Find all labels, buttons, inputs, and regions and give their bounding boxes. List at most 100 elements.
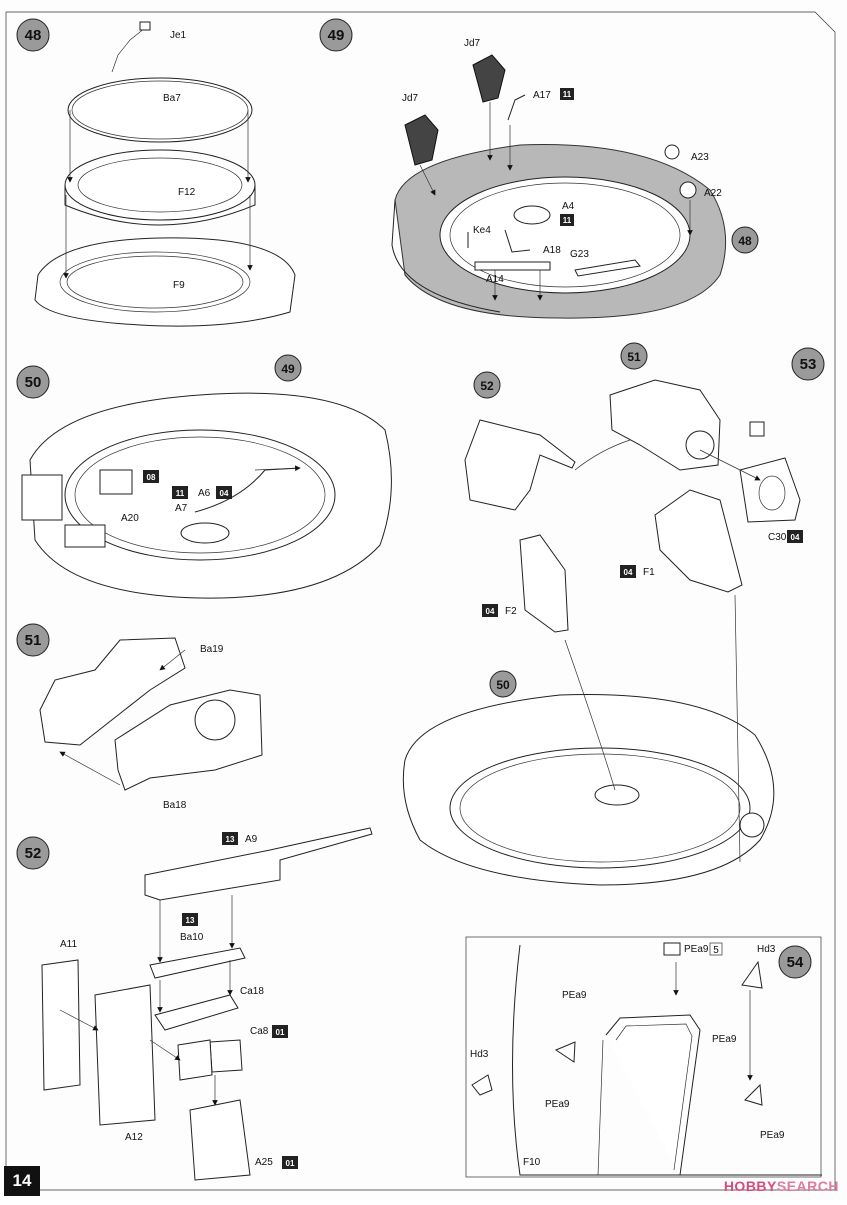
part-ba7	[67, 77, 253, 143]
paint-code-box	[560, 214, 574, 226]
label-a9: A9	[245, 834, 258, 845]
step-50: 50 49 08 A20 11 A6 04 A7	[16, 354, 392, 599]
label-a11: A11	[60, 939, 77, 950]
page-border	[5, 11, 836, 1191]
part-a25	[189, 1099, 251, 1181]
label-g23: G23	[570, 249, 589, 260]
step-ref-circle-icon	[274, 354, 302, 382]
label-pea9: PEa9	[545, 1099, 570, 1110]
label-a6: A6	[198, 488, 211, 499]
label-a25: A25	[255, 1157, 273, 1168]
glue-icon	[749, 421, 765, 437]
step-ref: 50	[496, 678, 510, 692]
label-ca8: Ca8	[250, 1026, 269, 1037]
svg-text:01: 01	[286, 1159, 295, 1168]
step-circle-icon	[791, 347, 825, 381]
step-ref: 49	[281, 362, 295, 376]
label-a22: A22	[704, 188, 722, 199]
part-a4	[513, 205, 551, 225]
label-f10: F10	[523, 1157, 541, 1168]
label-a17: A17	[533, 90, 551, 101]
step-ref-circle-icon	[731, 226, 759, 254]
step-ref-circle-icon	[620, 342, 648, 370]
label-c30: C30	[768, 532, 787, 543]
label-a20: A20	[121, 513, 139, 524]
gun-assembly	[464, 419, 576, 511]
step-number: 51	[25, 632, 42, 649]
label-f1: F1	[643, 567, 655, 578]
photo-etch-icon	[663, 942, 681, 956]
part-a11	[41, 959, 81, 1091]
label-f12: F12	[178, 187, 196, 198]
paint-code-box	[787, 530, 803, 543]
step-circle-icon	[16, 623, 50, 657]
label-a12: A12	[125, 1132, 143, 1143]
label-ba10: Ba10	[180, 932, 204, 943]
svg-text:04: 04	[791, 533, 800, 542]
label-hd3: Hd3	[757, 944, 776, 955]
part-f2	[519, 534, 569, 633]
paint-code-box	[482, 604, 498, 617]
step-49: 49 48 Jd7 Jd7 A17 11	[319, 18, 759, 319]
paint-code-box	[143, 470, 159, 483]
part-ba10	[149, 947, 246, 979]
step-circle-icon	[778, 945, 812, 979]
step-ref: 48	[738, 234, 752, 248]
svg-text:11: 11	[176, 489, 185, 498]
label-jd7: Jd7	[464, 38, 481, 49]
part-f12	[64, 149, 256, 221]
part-ca18	[154, 994, 239, 1031]
svg-text:13: 13	[226, 835, 235, 844]
label-f2: F2	[505, 606, 517, 617]
label-pea9: PEa9	[712, 1034, 737, 1045]
svg-text:08: 08	[147, 473, 156, 482]
part-jd7	[404, 114, 439, 166]
svg-text:04: 04	[220, 489, 229, 498]
part-ba18	[114, 689, 263, 791]
step-circle-icon	[16, 18, 50, 52]
paint-code-box	[620, 565, 636, 578]
part-a12	[94, 984, 156, 1126]
step-ref: 51	[627, 350, 641, 364]
label-je1: Je1	[170, 30, 187, 41]
step-number: 52	[25, 845, 42, 862]
label-jd7: Jd7	[402, 93, 419, 104]
step-ref: 52	[480, 379, 494, 393]
step-ref-circle-icon	[473, 371, 501, 399]
step-48: 48 Je1 Ba7 F12 F9	[16, 18, 296, 327]
page-number: 14	[4, 1166, 40, 1196]
step-53: 53 52 51 50 C30 04	[402, 342, 825, 886]
paint-code-box	[222, 832, 238, 845]
svg-text:13: 13	[186, 916, 195, 925]
label-ba18: Ba18	[163, 800, 187, 811]
label-f9: F9	[173, 280, 185, 291]
svg-text:11: 11	[563, 216, 572, 225]
paint-code-box	[282, 1156, 298, 1169]
part-c30	[739, 457, 801, 523]
label-hd3: Hd3	[470, 1049, 489, 1060]
step-51: 51 Ba19 Ba18	[16, 623, 263, 811]
step-54-frame	[465, 936, 822, 1178]
label-ke4: Ke4	[473, 225, 491, 236]
label-pea9: PEa9	[562, 990, 587, 1001]
svg-text:11: 11	[563, 90, 572, 99]
svg-text:04: 04	[486, 607, 495, 616]
part-jd7	[472, 54, 506, 103]
label-pea9-qty: 5	[713, 945, 719, 956]
step-52: 52 13 A9 13 Ba10 Ca18 Ca8 01 A11	[16, 827, 373, 1181]
watermark: HOBBYSEARCH	[723, 1178, 839, 1194]
label-ba19: Ba19	[200, 644, 224, 655]
label-a23: A23	[691, 152, 709, 163]
paint-code-box	[182, 913, 198, 926]
part-ca8	[209, 1039, 243, 1073]
step-number: 49	[328, 27, 345, 44]
paint-code-box	[172, 486, 188, 499]
label-pea9: PEa9	[760, 1130, 785, 1141]
svg-text:01: 01	[276, 1028, 285, 1037]
label-a14: A14	[486, 274, 504, 285]
paint-code-box	[272, 1025, 288, 1038]
label-ba7: Ba7	[163, 93, 181, 104]
part-a9	[144, 827, 373, 901]
